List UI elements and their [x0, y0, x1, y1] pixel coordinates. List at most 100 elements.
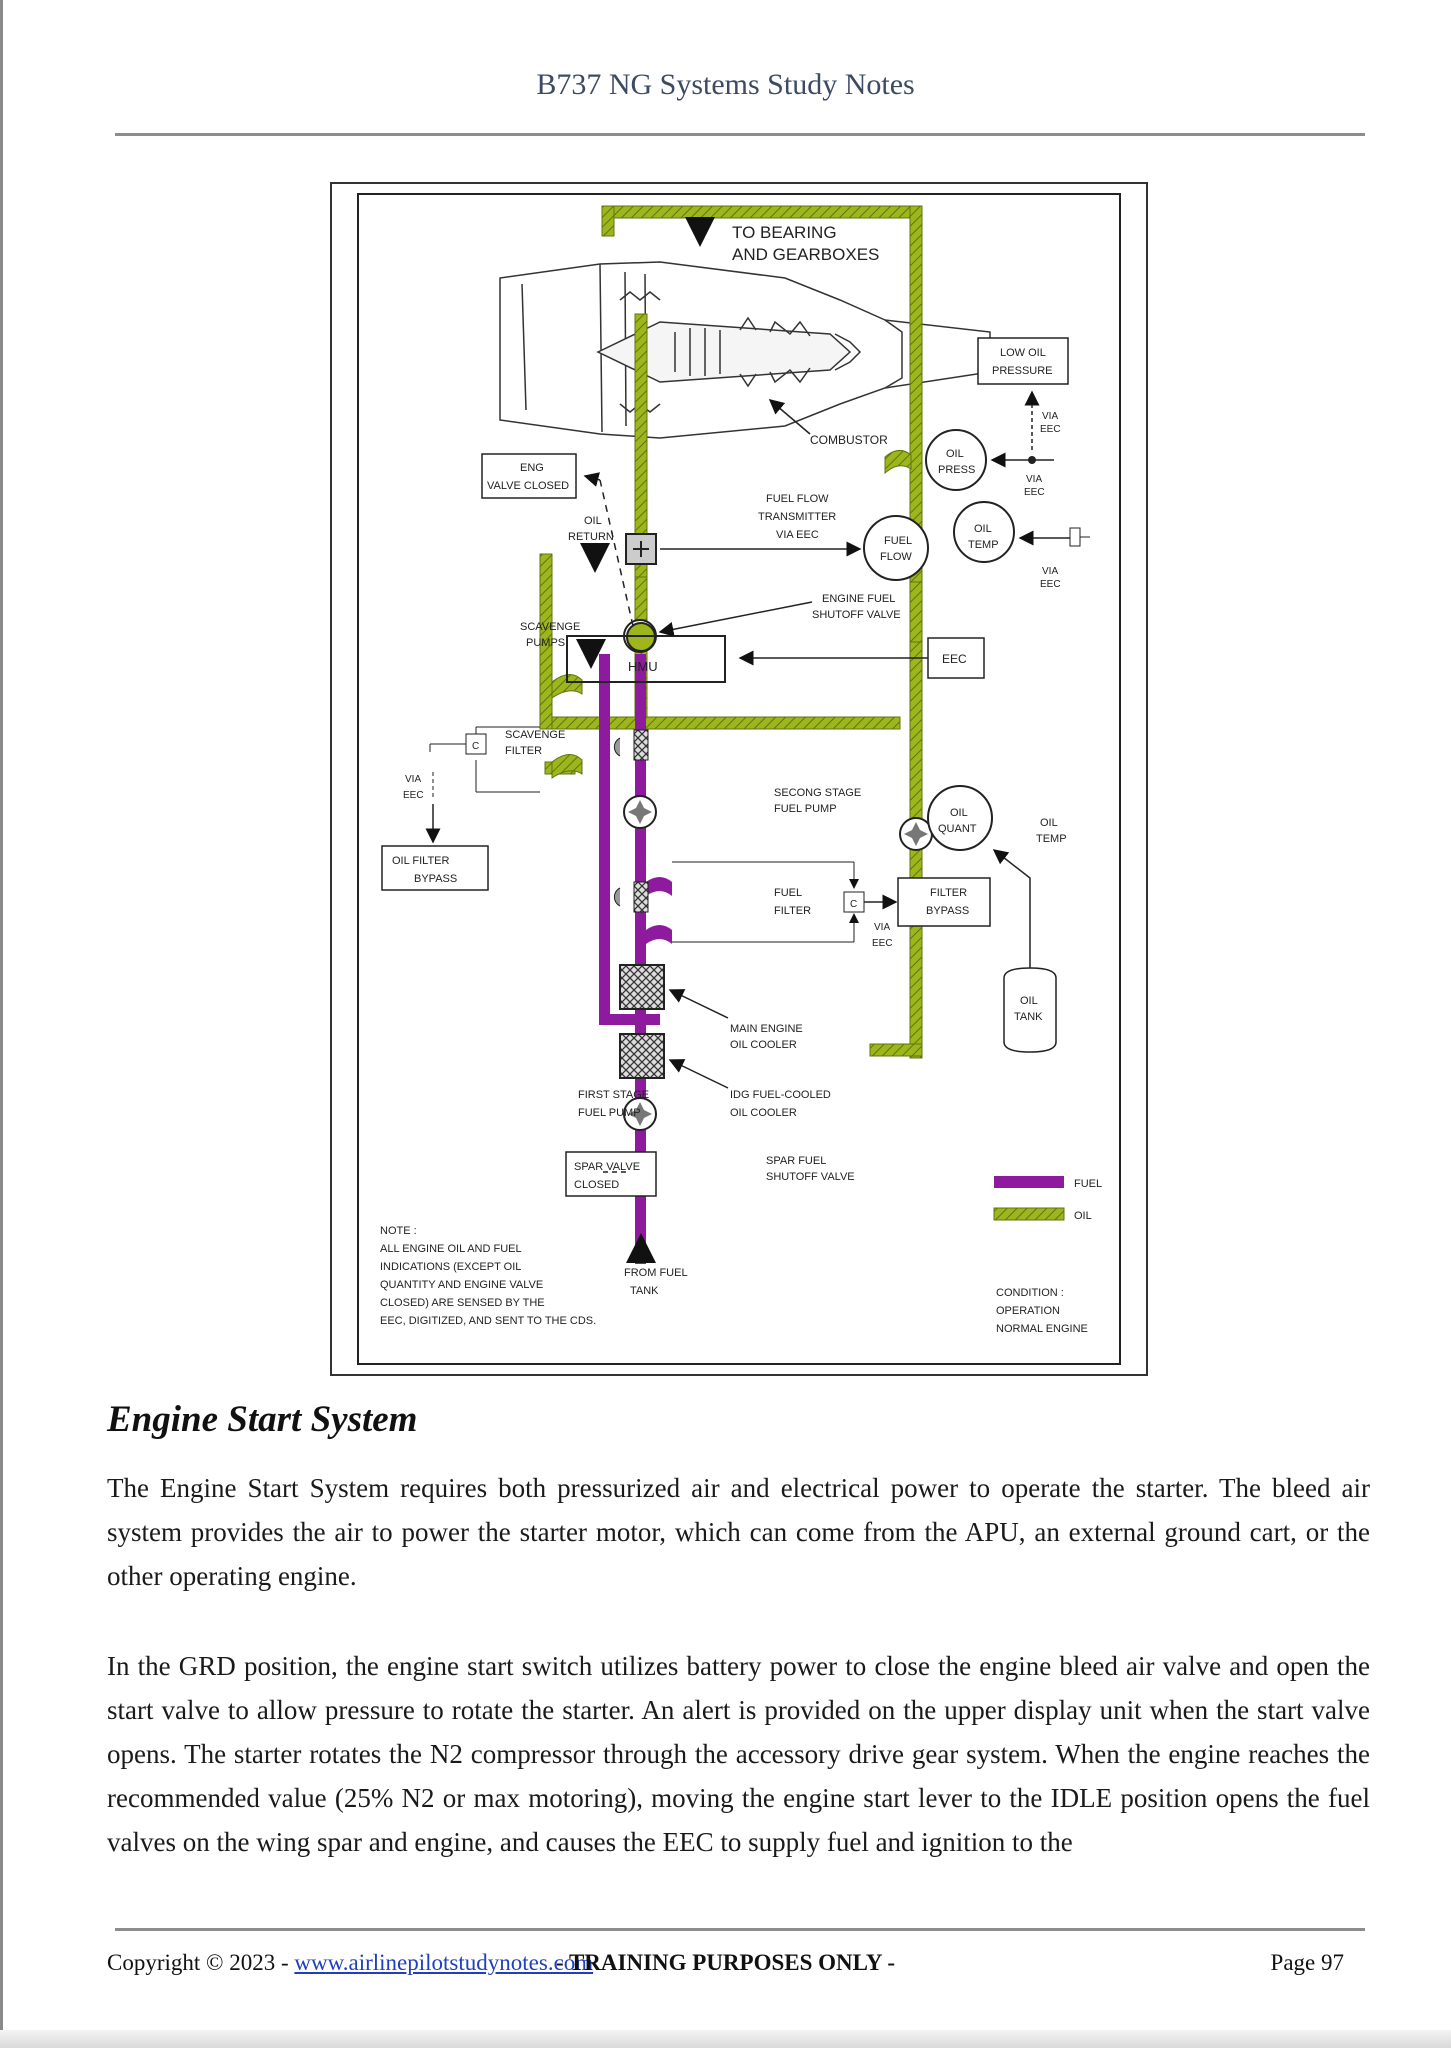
svg-text:OIL: OIL: [584, 515, 602, 527]
svg-text:MAIN ENGINE: MAIN ENGINE: [730, 1023, 803, 1035]
svg-text:RETURN: RETURN: [568, 531, 614, 543]
svg-text:FUEL: FUEL: [774, 887, 802, 899]
svg-text:FILTER: FILTER: [774, 905, 811, 917]
svg-text:TEMP: TEMP: [968, 539, 999, 551]
svg-text:FUEL: FUEL: [1074, 1178, 1102, 1190]
paragraph-2: In the GRD position, the engine start sw…: [107, 1651, 1370, 1857]
svg-text:OIL: OIL: [1020, 995, 1038, 1007]
svg-text:TRANSMITTER: TRANSMITTER: [758, 511, 836, 523]
svg-text:QUANT: QUANT: [938, 823, 977, 835]
svg-text:FLOW: FLOW: [880, 551, 912, 563]
paragraph-1: The Engine Start System requires both pr…: [107, 1473, 1370, 1591]
svg-text:SECONG STAGE: SECONG STAGE: [774, 787, 861, 799]
svg-text:TANK: TANK: [1014, 1011, 1043, 1023]
first-stage-pump-icon: [623, 1097, 657, 1131]
svg-text:ALL ENGINE OIL AND FUEL: ALL ENGINE OIL AND FUEL: [380, 1243, 522, 1255]
svg-text:VIA: VIA: [874, 922, 890, 933]
svg-text:EEC: EEC: [942, 652, 967, 666]
website-link[interactable]: www.airlinepilotstudynotes.com: [294, 1950, 594, 1975]
legend-oil-swatch: [993, 1207, 1065, 1221]
svg-text:CLOSED: CLOSED: [574, 1179, 619, 1191]
svg-text:SHUTOFF VALVE: SHUTOFF VALVE: [766, 1171, 855, 1183]
svg-text:TEMP: TEMP: [1036, 833, 1067, 845]
svg-text:FUEL FLOW: FUEL FLOW: [766, 493, 829, 505]
svg-text:VIA: VIA: [1042, 566, 1058, 577]
svg-text:SCAVENGE: SCAVENGE: [505, 729, 565, 741]
svg-text:OIL COOLER: OIL COOLER: [730, 1107, 797, 1119]
svg-text:SPAR FUEL: SPAR FUEL: [766, 1155, 826, 1167]
svg-text:EEC: EEC: [1040, 424, 1061, 435]
svg-text:PUMPS: PUMPS: [526, 637, 565, 649]
scavenge-filter-icon: [633, 729, 649, 761]
page-footer: Copyright © 2023 - www.airlinepilotstudy…: [0, 1950, 1451, 1986]
footer-rule: [115, 1928, 1365, 1931]
svg-text:FILTER: FILTER: [930, 887, 967, 899]
oil-quant-gauge: [927, 785, 993, 851]
oil-tank: OIL TANK: [1003, 967, 1057, 1053]
fuel-filter-valve-icon: [613, 887, 621, 907]
svg-text:EEC: EEC: [872, 938, 893, 949]
svg-text:IDG FUEL-COOLED: IDG FUEL-COOLED: [730, 1089, 831, 1101]
main-oil-cooler-icon: [619, 964, 665, 1010]
svg-text:NOTE :: NOTE :: [380, 1225, 417, 1237]
svg-text:FILTER: FILTER: [505, 745, 542, 757]
svg-text:BYPASS: BYPASS: [414, 873, 457, 885]
svg-text:VIA EEC: VIA EEC: [776, 529, 819, 541]
svg-text:FUEL PUMP: FUEL PUMP: [578, 1107, 641, 1119]
oil-filter-bypass-box: [381, 845, 489, 891]
svg-text:C: C: [850, 899, 857, 910]
svg-text:QUANTITY AND ENGINE VALVE: QUANTITY AND ENGINE VALVE: [380, 1279, 543, 1291]
svg-text:TANK: TANK: [630, 1285, 659, 1297]
legend-fuel-swatch: [994, 1176, 1064, 1188]
svg-text:EEC: EEC: [1040, 579, 1061, 590]
fuel-lines: [599, 654, 660, 1264]
svg-text:SPAR VALVE: SPAR VALVE: [574, 1161, 640, 1173]
scavenge-valve-icon: [613, 737, 621, 757]
copyright: Copyright © 2023 - www.airlinepilotstudy…: [107, 1950, 594, 1975]
hmu-box: [566, 635, 726, 683]
svg-text:OIL: OIL: [974, 523, 992, 535]
oil-temp-pump-icon: [899, 817, 933, 851]
svg-text:CLOSED) ARE SENSED BY THE: CLOSED) ARE SENSED BY THE: [380, 1297, 545, 1309]
second-stage-pump-icon: [623, 795, 657, 829]
page-number: Page 97: [1270, 1950, 1344, 1975]
training-notice: - TRAINING PURPOSES ONLY -: [555, 1950, 896, 1975]
svg-text:OIL COOLER: OIL COOLER: [730, 1039, 797, 1051]
section-heading: Engine Start System: [107, 1399, 418, 1440]
svg-text:LOW OIL: LOW OIL: [1000, 347, 1046, 359]
svg-text:OPERATION: OPERATION: [996, 1305, 1060, 1317]
svg-text:OIL: OIL: [946, 448, 964, 460]
svg-text:VALVE CLOSED: VALVE CLOSED: [487, 480, 569, 492]
filter-bypass-box: [897, 877, 991, 927]
page-edge: [0, 0, 3, 2048]
eng-valve-closed-box: [481, 453, 577, 499]
svg-text:AND GEARBOXES: AND GEARBOXES: [732, 245, 879, 264]
svg-text:PRESS: PRESS: [938, 464, 975, 476]
document-header-title: B737 NG Systems Study Notes: [536, 68, 915, 101]
svg-text:NORMAL ENGINE: NORMAL ENGINE: [996, 1323, 1088, 1335]
svg-text:FROM FUEL: FROM FUEL: [624, 1267, 688, 1279]
oil-press-gauge: [925, 429, 987, 491]
header-rule: [115, 133, 1365, 136]
svg-text:ENG: ENG: [520, 462, 544, 474]
svg-text:PRESSURE: PRESSURE: [992, 365, 1053, 377]
fuel-connectors: [646, 877, 672, 944]
svg-text:FUEL PUMP: FUEL PUMP: [774, 803, 837, 815]
fuel-filter-icon: [633, 881, 649, 913]
svg-text:TO BEARING: TO BEARING: [732, 223, 837, 242]
oil-connectors: [551, 450, 912, 779]
spar-valve-closed-box: [565, 1151, 657, 1197]
svg-text:OIL FILTER: OIL FILTER: [392, 855, 450, 867]
svg-text:COMBUSTOR: COMBUSTOR: [810, 433, 888, 447]
svg-text:OIL: OIL: [1040, 817, 1058, 829]
svg-text:FUEL: FUEL: [884, 535, 912, 547]
fuel-flow-gauge: [863, 515, 929, 581]
svg-text:VIA: VIA: [405, 774, 421, 785]
idg-oil-cooler-icon: [619, 1033, 665, 1079]
svg-text:FIRST STAGE: FIRST STAGE: [578, 1089, 649, 1101]
svg-text:INDICATIONS (EXCEPT OIL: INDICATIONS (EXCEPT OIL: [380, 1261, 521, 1273]
oil-temp-gauge: [953, 501, 1015, 563]
svg-text:VIA: VIA: [1042, 411, 1058, 422]
svg-text:CONDITION :: CONDITION :: [996, 1287, 1064, 1299]
svg-text:EEC: EEC: [403, 790, 424, 801]
